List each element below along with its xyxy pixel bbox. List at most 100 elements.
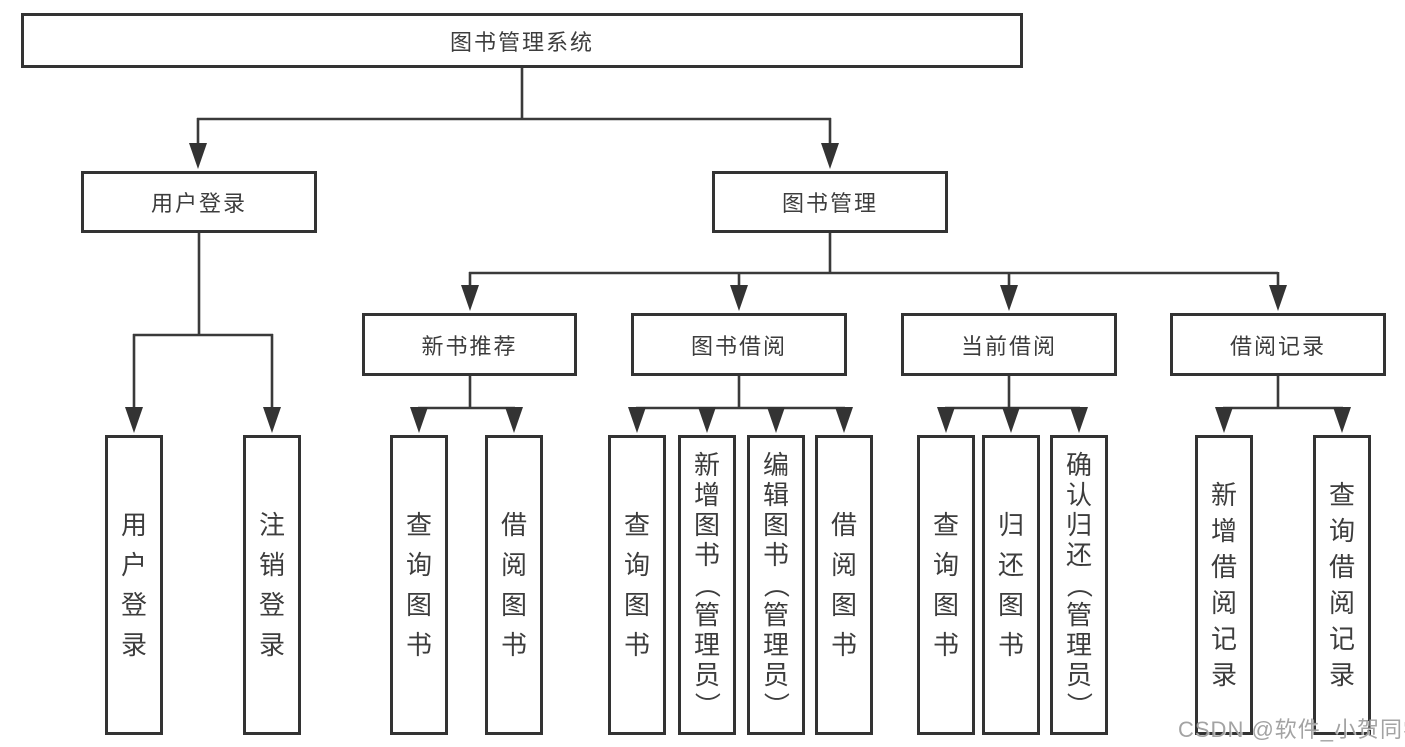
leaf-records-query-record: 查询借阅记录 (1313, 435, 1371, 735)
vertical-char: 归 (997, 510, 1024, 540)
leaf-recommend-borrow-books: 借阅图书 (485, 435, 543, 735)
connector-borrow-records-branch (1215, 376, 1351, 433)
leaf-recommend-query-books: 查询图书 (390, 435, 448, 735)
vertical-char: 书 (997, 630, 1024, 660)
vertical-char: 增 (1210, 516, 1237, 546)
leaf-borrow-borrow-books: 借阅图书 (815, 435, 873, 735)
vertical-char: 新 (1210, 480, 1237, 510)
vertical-char: 查 (932, 510, 959, 540)
vertical-char: 新 (693, 450, 720, 480)
vertical-char: 确 (1065, 450, 1092, 480)
node-book-borrow: 图书借阅 (631, 313, 847, 376)
vertical-char: 询 (1328, 516, 1355, 546)
vertical-char: 图 (500, 590, 527, 620)
vertical-char: 用 (120, 510, 147, 540)
vertical-char: 管 (1065, 600, 1092, 630)
vertical-char: 员 (762, 660, 789, 690)
vertical-char: 理 (693, 630, 720, 660)
vertical-char: 还 (997, 550, 1024, 580)
node-borrow-records-label: 借阅记录 (1229, 333, 1326, 359)
connector-new-book-branch (410, 376, 523, 433)
vertical-char: 书 (932, 630, 959, 660)
vertical-char: 图 (932, 590, 959, 620)
vertical-char: ） (691, 691, 722, 719)
connector-book-management-branch (461, 233, 1287, 311)
vertical-char: 图 (693, 510, 720, 540)
vertical-char: 登 (258, 590, 285, 620)
vertical-char: 录 (1328, 660, 1355, 690)
node-new-book-recommend: 新书推荐 (362, 313, 577, 376)
leaf-borrow-query-books: 查询图书 (608, 435, 666, 735)
leaf-borrow-edit-books-admin: 编辑图书（管理员） (747, 435, 805, 735)
vertical-char: 辑 (762, 480, 789, 510)
node-book-management-label: 图书管理 (781, 191, 878, 216)
vertical-char: 录 (258, 630, 285, 660)
vertical-char: 书 (830, 630, 857, 660)
leaf-current-query-books: 查询图书 (917, 435, 975, 735)
node-root: 图书管理系统 (21, 13, 1023, 68)
node-borrow-records: 借阅记录 (1170, 313, 1386, 376)
watermark: CSDN @软件_小贺同学 (1178, 717, 1405, 742)
vertical-char: 阅 (1328, 588, 1355, 618)
vertical-char: 查 (405, 510, 432, 540)
vertical-char: 图 (830, 590, 857, 620)
vertical-char: ） (1063, 691, 1094, 719)
vertical-char: 借 (500, 510, 527, 540)
vertical-char: 录 (1210, 660, 1237, 690)
vertical-char: 借 (1328, 552, 1355, 582)
vertical-char: 归 (1065, 510, 1092, 540)
vertical-char: 图 (997, 590, 1024, 620)
vertical-char: 查 (623, 510, 650, 540)
vertical-char: 编 (762, 450, 789, 480)
node-book-borrow-label: 图书借阅 (690, 333, 787, 359)
vertical-char: 书 (693, 540, 720, 570)
vertical-char: 书 (623, 630, 650, 660)
vertical-char: 户 (120, 550, 147, 580)
connector-user-login-branch (125, 233, 281, 433)
node-current-borrow-label: 当前借阅 (960, 333, 1057, 359)
leaf-current-confirm-return-admin: 确认归还（管理员） (1050, 435, 1108, 735)
vertical-char: 书 (762, 540, 789, 570)
vertical-char: 借 (1210, 552, 1237, 582)
vertical-char: 管 (762, 600, 789, 630)
vertical-char: 理 (762, 630, 789, 660)
vertical-char: 记 (1328, 624, 1355, 654)
vertical-char: 借 (830, 510, 857, 540)
connector-root-to-level2 (189, 68, 839, 169)
vertical-char: 图 (623, 590, 650, 620)
node-root-label: 图书管理系统 (449, 29, 594, 55)
leaf-logout: 注销登录 (243, 435, 301, 735)
vertical-char: 阅 (1210, 588, 1237, 618)
vertical-char: 图 (762, 510, 789, 540)
vertical-char: 注 (258, 510, 285, 540)
vertical-char: 阅 (500, 550, 527, 580)
leaf-user-login: 用户登录 (105, 435, 163, 735)
leaf-records-add-record: 新增借阅记录 (1195, 435, 1253, 735)
vertical-char: 还 (1065, 540, 1092, 570)
node-user-login-label: 用户登录 (150, 191, 247, 216)
vertical-char: 记 (1210, 624, 1237, 654)
vertical-char: 图 (405, 590, 432, 620)
node-book-management: 图书管理 (712, 171, 948, 233)
node-user-login: 用户登录 (81, 171, 317, 233)
connector-current-borrow-branch (937, 376, 1088, 433)
vertical-char: 理 (1065, 630, 1092, 660)
vertical-char: 增 (693, 480, 720, 510)
vertical-char: （ (760, 571, 791, 599)
vertical-char: 询 (932, 550, 959, 580)
vertical-char: 阅 (830, 550, 857, 580)
vertical-char: （ (691, 571, 722, 599)
vertical-char: 查 (1328, 480, 1355, 510)
vertical-char: 管 (693, 600, 720, 630)
vertical-char: 录 (120, 630, 147, 660)
vertical-char: 认 (1065, 480, 1092, 510)
node-new-book-recommend-label: 新书推荐 (421, 333, 518, 359)
vertical-char: 书 (405, 630, 432, 660)
vertical-char: 书 (500, 630, 527, 660)
vertical-char: （ (1063, 571, 1094, 599)
vertical-char: 询 (623, 550, 650, 580)
vertical-char: 销 (258, 550, 285, 580)
leaf-borrow-add-books-admin: 新增图书（管理员） (678, 435, 736, 735)
connector-book-borrow-branch (628, 376, 853, 433)
